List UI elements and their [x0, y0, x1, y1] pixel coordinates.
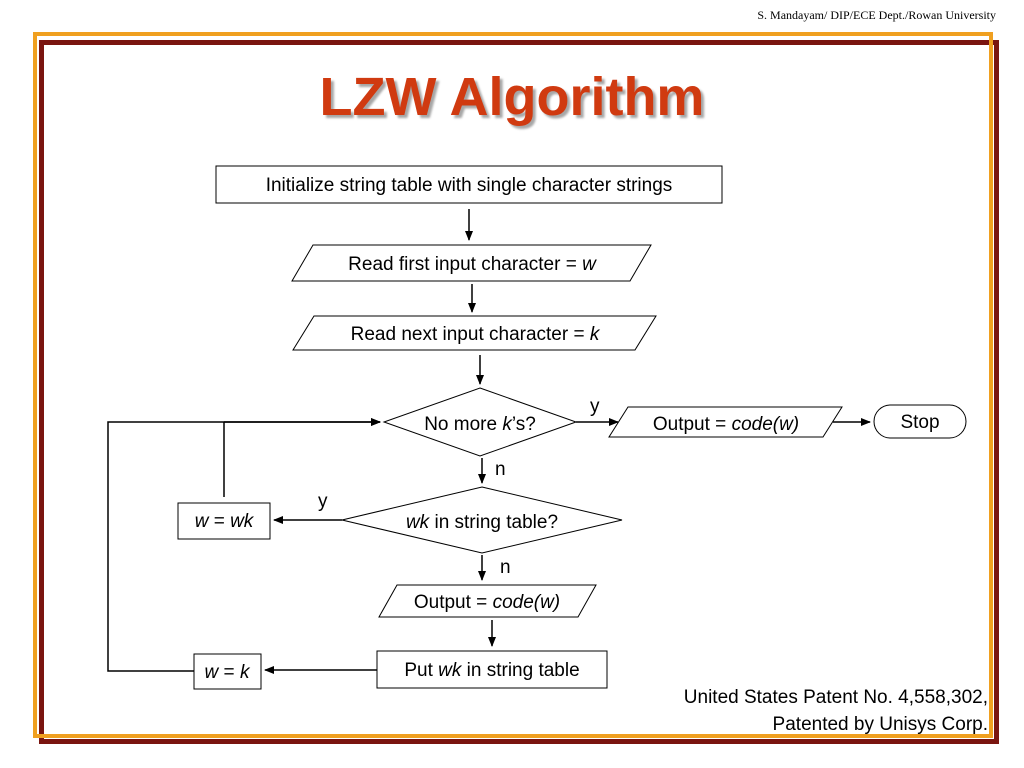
output-mid-box: [378, 584, 597, 618]
output-mid-text: Output = code(w): [414, 592, 560, 613]
label-n-mid: n: [500, 557, 511, 578]
stop-text: Stop: [900, 412, 939, 433]
assign-wk-box: [177, 502, 271, 540]
loop-assign-k-to-decision: [107, 418, 381, 672]
read-next-text: Read next input character = k: [351, 324, 601, 345]
patent-line-1: United States Patent No. 4,558,302,: [683, 687, 988, 708]
read-first-box: [291, 244, 652, 282]
read-first-text: Read first input character = w: [348, 254, 597, 275]
assign-k-text: w = k: [205, 662, 251, 683]
stop-terminator: [873, 404, 967, 439]
decision-wk-text: wk in string table?: [406, 512, 558, 533]
put-wk-box: [376, 650, 608, 689]
output-end-box: [608, 406, 843, 438]
put-wk-text: Put wk in string table: [404, 660, 579, 681]
init-box: [215, 165, 723, 204]
assign-k-box: [193, 653, 262, 690]
decision-no-more-k-text: No more k’s?: [424, 414, 536, 435]
label-y-top: y: [590, 396, 600, 417]
slide-frame-outer: [39, 40, 999, 744]
label-y-mid: y: [318, 491, 328, 512]
init-text: Initialize string table with single char…: [266, 175, 673, 196]
label-n-top: n: [495, 459, 506, 480]
output-end-text: Output = code(w): [653, 414, 799, 435]
assign-wk-text: w = wk: [195, 511, 255, 532]
header-credit: S. Mandayam/ DIP/ECE Dept./Rowan Univers…: [757, 8, 996, 22]
decision-wk-in-table: [341, 486, 623, 554]
read-next-box: [292, 315, 657, 351]
patent-footnote: United States Patent No. 4,558,302, Pate…: [684, 684, 988, 738]
patent-line-2: Patented by Unisys Corp.: [772, 714, 988, 735]
decision-no-more-k: [382, 387, 578, 457]
slide-frame-inner: [33, 32, 993, 738]
slide-title: LZW Algorithm: [319, 67, 705, 127]
